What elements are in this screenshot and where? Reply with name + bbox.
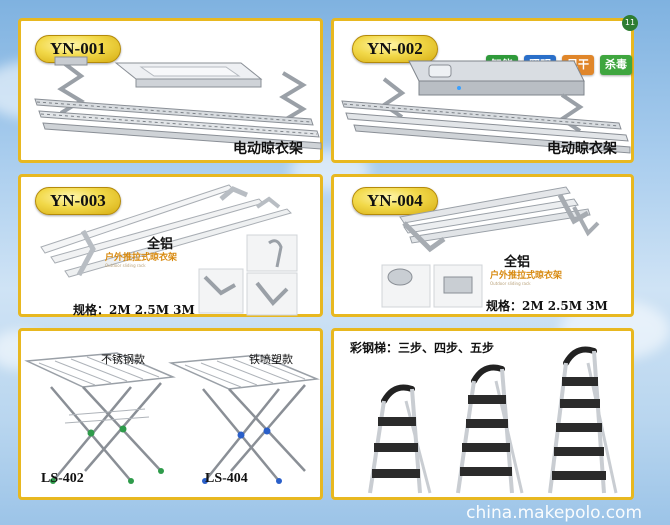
electric-rack-illustration — [34, 56, 322, 150]
corner-mark: 11 — [622, 15, 638, 31]
outdoor-sliding-rack-illustration — [40, 184, 298, 316]
product-panel-steel-ladders[interactable]: 彩钢梯：三步、四步、五步 — [331, 328, 634, 500]
rack-type-label: 铁喷塑款 — [249, 353, 293, 366]
product-caption: 电动晾衣架 — [233, 141, 303, 157]
model-badge: YN-004 — [352, 187, 438, 215]
product-panel-yn-003[interactable]: YN-003 全铝 户外推拉式晾衣架 Outdoor sliding rack … — [18, 174, 323, 317]
spec-sizes: 规格：2M 2.5M 3M — [73, 303, 195, 317]
spec-sizes: 规格：2M 2.5M 3M — [486, 299, 608, 313]
product-subtitle: 户外推拉式晾衣架 — [105, 253, 178, 263]
subtitle-english: Outdoor sliding rack — [105, 263, 146, 268]
rack-type-label: 不锈钢款 — [101, 353, 145, 366]
step-ladders-illustration — [368, 346, 618, 494]
model-number: LS-404 — [205, 471, 248, 486]
model-badge: YN-002 — [352, 35, 438, 63]
product-panel-drying-racks[interactable]: 不锈钢款 铁喷塑款 LS-402 LS-404 — [18, 328, 323, 500]
product-panel-yn-002[interactable]: YN-002 智能 照明 风干 杀毒 11 电动晾衣架 — [331, 15, 638, 163]
folding-drying-racks-illustration — [24, 352, 320, 484]
feature-tag-disinfect: 杀毒 — [600, 55, 632, 75]
product-panel-yn-001[interactable]: YN-001 电动晾衣架 — [18, 18, 323, 163]
model-number: LS-402 — [41, 471, 84, 486]
material-label: 全铝 — [147, 237, 174, 252]
ladder-title: 彩钢梯：三步、四步、五步 — [350, 341, 495, 355]
model-badge: YN-003 — [35, 187, 121, 215]
product-caption: 电动晾衣架 — [547, 141, 617, 157]
material-label: 全铝 — [504, 255, 531, 270]
product-subtitle: 户外推拉式晾衣架 — [490, 271, 563, 281]
outdoor-sliding-rack-illustration — [381, 186, 600, 308]
product-panel-yn-004[interactable]: YN-004 全铝 户外推拉式晾衣架 Outdoor sliding rack … — [331, 174, 634, 317]
site-watermark: china.makepolo.com — [466, 503, 642, 523]
subtitle-english: Outdoor sliding rack — [490, 281, 531, 286]
electric-rack-lamp-illustration — [341, 60, 631, 154]
